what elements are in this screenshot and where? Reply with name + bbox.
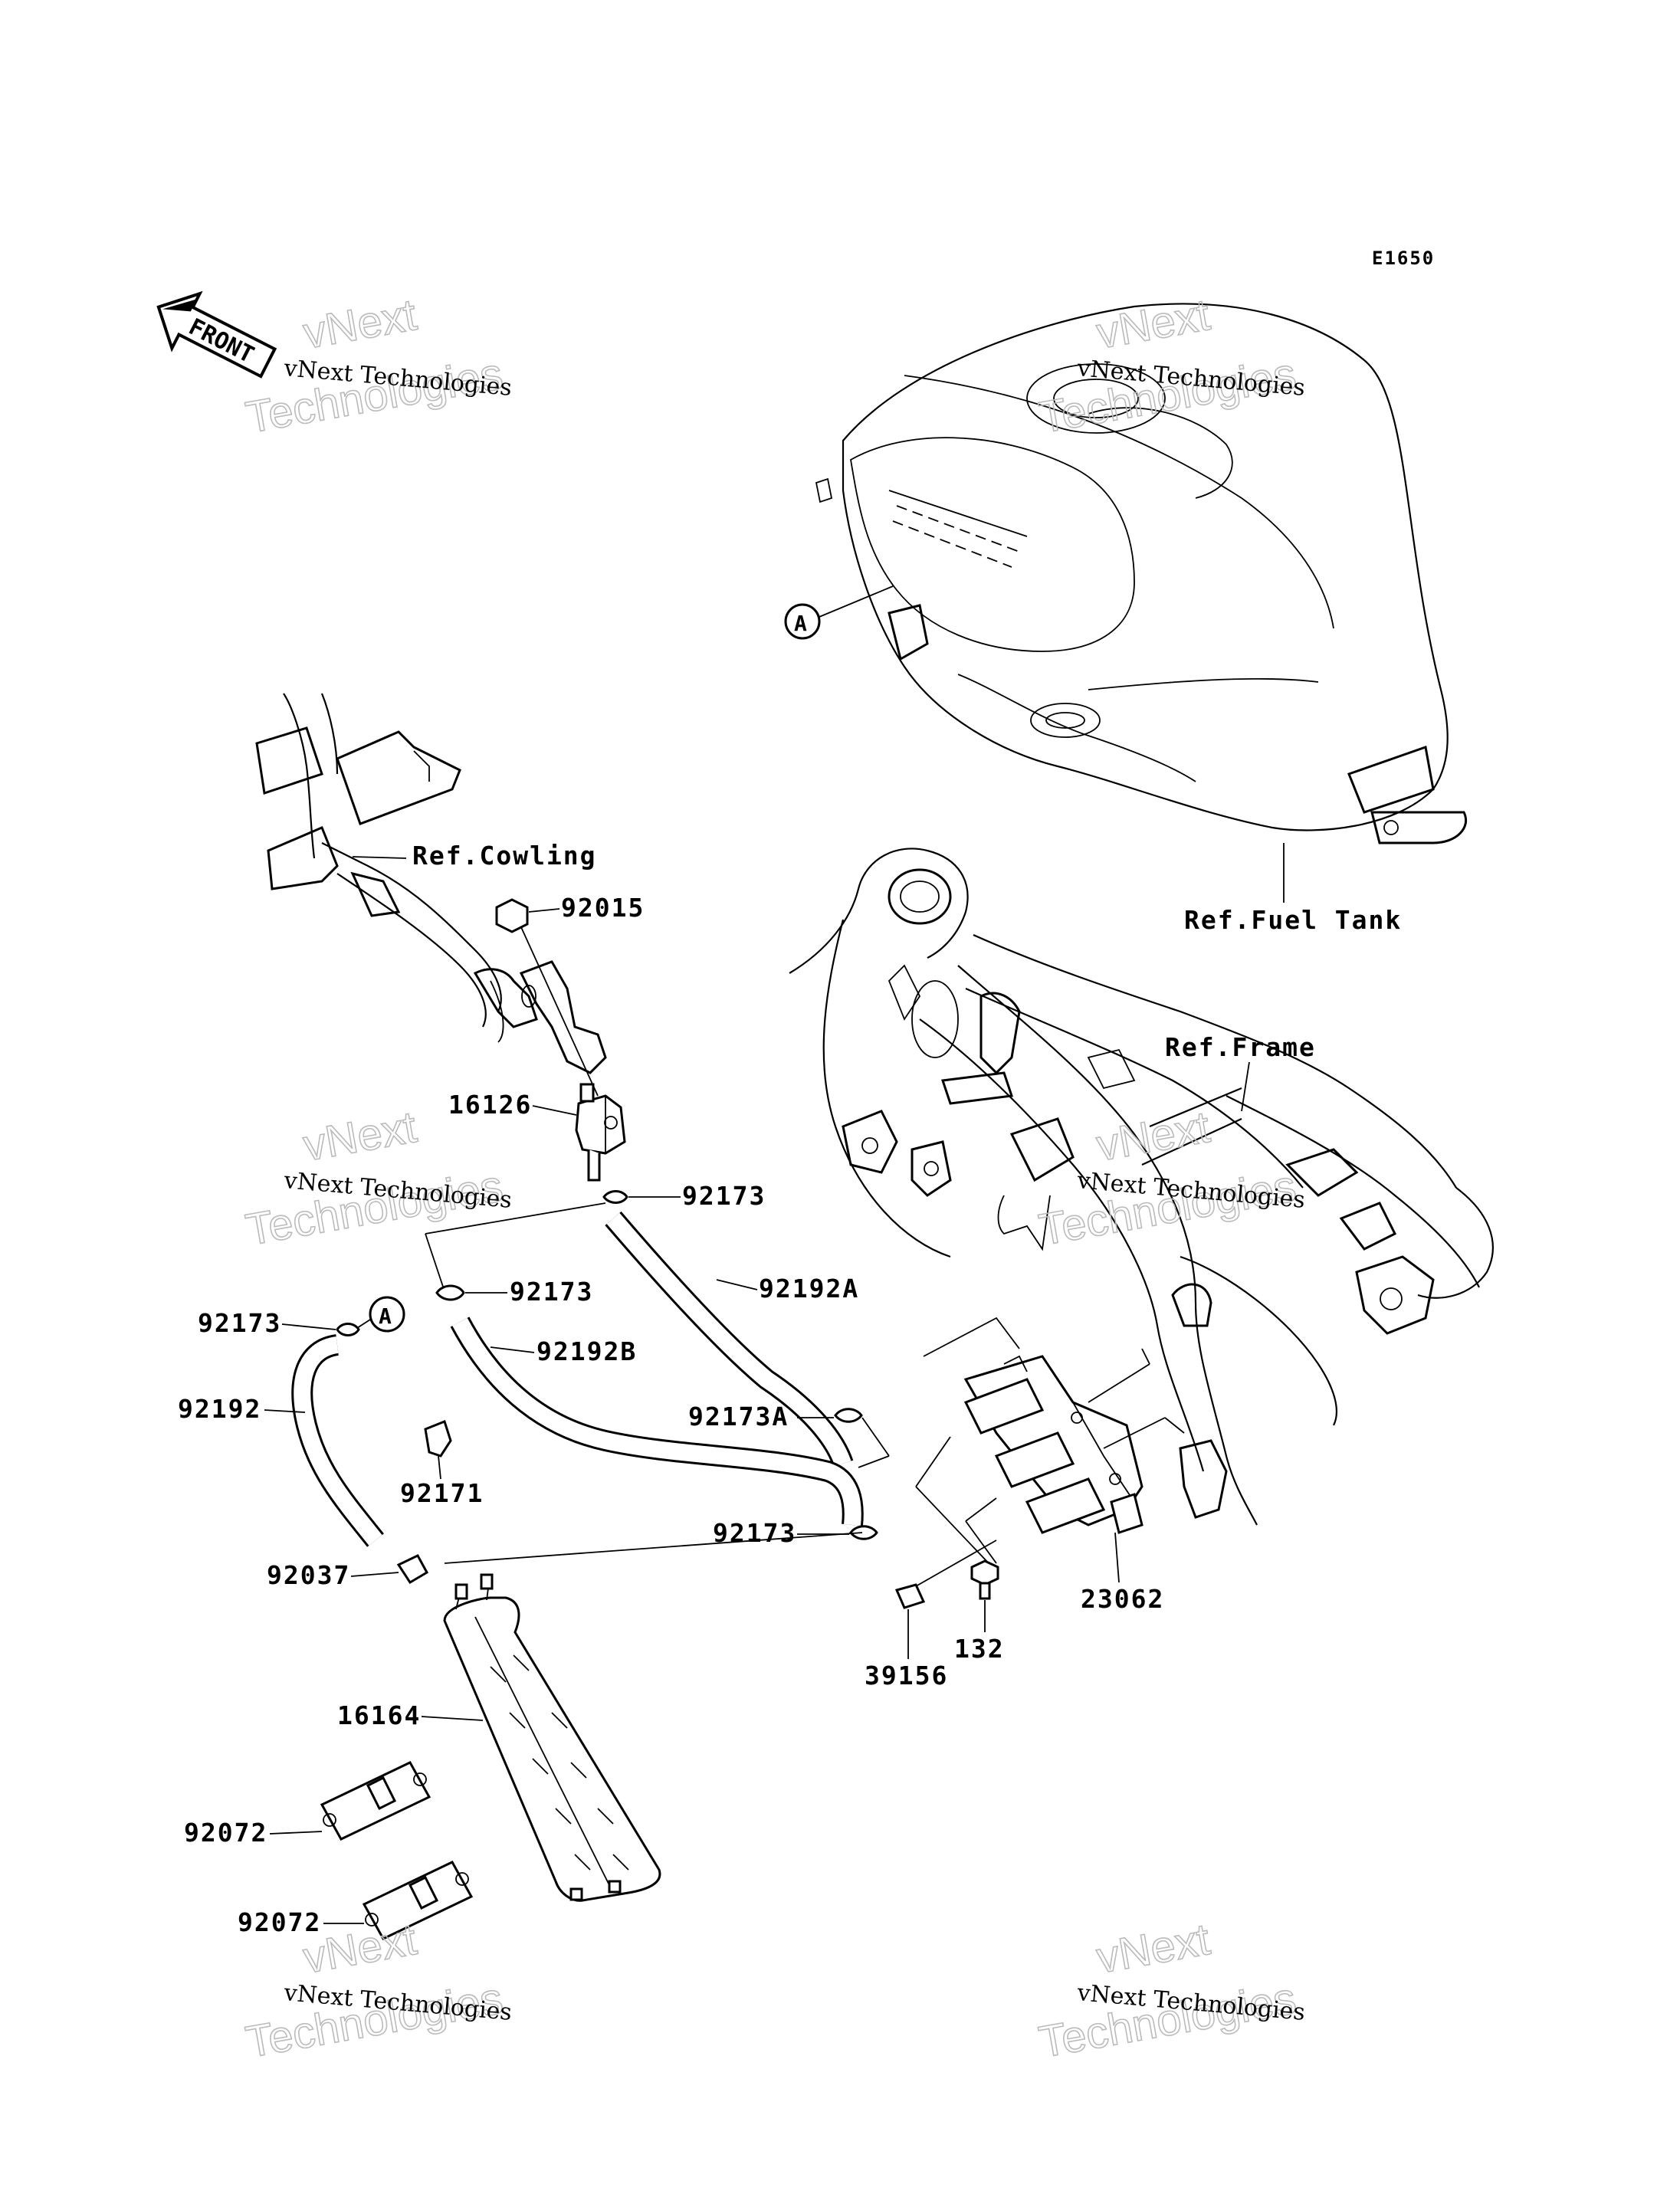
leader-92192 [264, 1409, 306, 1413]
part-23062-bracket [923, 1317, 1144, 1534]
label-92037: 92037 [267, 1560, 350, 1590]
part-92192B-hose-fill [452, 1317, 861, 1526]
svg-text:vNext: vNext [1093, 290, 1213, 359]
label-92192B: 92192B [536, 1336, 637, 1366]
label-92072-b: 92072 [238, 1907, 321, 1937]
part-39156-pad [894, 1583, 926, 1609]
label-92015: 92015 [561, 893, 645, 923]
diagram-code: E1650 [1372, 248, 1435, 269]
part-92173-low-clamp [849, 1525, 878, 1540]
assembly-line-d [858, 1455, 890, 1468]
label-16164: 16164 [337, 1700, 421, 1730]
svg-text:vNext: vNext [300, 1102, 420, 1171]
callout-a-hose-leader [356, 1319, 371, 1329]
label-92192: 92192 [178, 1394, 261, 1424]
label-132: 132 [954, 1634, 1005, 1664]
watermark-mid-left: vNext Technologies vNext Technologies [241, 1101, 513, 1255]
leader-92072-a [269, 1831, 323, 1835]
part-92192B-hose-outline [450, 1317, 864, 1526]
ref-frame-leader [1241, 1061, 1250, 1112]
label-16126: 16126 [448, 1090, 532, 1120]
part-92072-strap-b [362, 1861, 474, 1940]
leader-92037 [350, 1572, 399, 1577]
callout-a-tank-label: A [794, 611, 809, 636]
part-92171-clip [424, 1420, 452, 1458]
leader-92173-left [281, 1323, 336, 1330]
label-92173-mid: 92173 [510, 1277, 593, 1307]
part-92173-left-clamp [336, 1323, 360, 1336]
assembly-line-h [1141, 1348, 1150, 1365]
leader-23062 [1114, 1532, 1120, 1583]
leader-92015-to-valve [520, 926, 599, 1097]
assembly-line-e [444, 1532, 863, 1564]
front-arrow-icon: FRONT [156, 290, 277, 379]
leader-92192B [490, 1346, 535, 1353]
watermark-bottom-left: vNext Technologies vNext Technologies [241, 1913, 513, 2067]
label-92171: 92171 [400, 1478, 484, 1508]
assembly-line-c [861, 1417, 890, 1457]
label-92173-left: 92173 [198, 1308, 281, 1338]
part-16164-canister [443, 1573, 661, 1902]
part-92072-strap-a [320, 1761, 431, 1841]
label-92072-a: 92072 [184, 1818, 267, 1848]
label-92173A: 92173A [688, 1402, 789, 1431]
leader-92192A [716, 1279, 758, 1290]
assembly-line-j [915, 1486, 989, 1564]
assembly-line-g [1088, 1363, 1150, 1403]
assembly-line-a [425, 1202, 606, 1235]
leader-92015 [528, 908, 560, 913]
assembly-line-m [965, 1497, 997, 1522]
assembly-line-f [1103, 1417, 1166, 1449]
watermark-mid-right: vNext Technologies vNext Technologies [1035, 1101, 1306, 1255]
label-23062: 23062 [1081, 1584, 1164, 1614]
part-132-bolt [970, 1559, 999, 1600]
label-39156: 39156 [865, 1661, 948, 1690]
label-92192A: 92192A [759, 1274, 859, 1303]
callout-a-tank [784, 603, 821, 640]
assembly-line-n [915, 1540, 997, 1587]
part-92037-clamp [396, 1554, 429, 1585]
callout-a-hose-label: A [379, 1303, 393, 1329]
assembly-line-l [965, 1520, 997, 1564]
part-92192A-hose-fill [606, 1212, 851, 1467]
part-92015-nut [495, 898, 529, 933]
callout-a-tank-leader [819, 585, 894, 618]
assembly-line-k [915, 1436, 951, 1487]
part-92173A-clamp [834, 1408, 863, 1423]
ref-cowling-label: Ref.Cowling [412, 841, 597, 871]
leader-16164 [421, 1716, 484, 1721]
label-92173-low: 92173 [713, 1518, 796, 1548]
part-16126-valve [575, 1083, 626, 1182]
leader-92171 [438, 1455, 441, 1480]
watermark-top-left: vNext Technologies vNext Technologies [241, 289, 513, 443]
svg-text:vNext: vNext [1093, 1914, 1213, 1983]
frame-illustration [789, 848, 1494, 1526]
cowling-bracket-illustration [255, 693, 607, 1074]
ref-cowling-leader [352, 856, 407, 859]
leader-16126 [532, 1105, 577, 1116]
callout-a-hose [369, 1296, 405, 1333]
svg-text:vNext: vNext [1093, 1102, 1213, 1171]
fuel-tank-illustration [815, 303, 1467, 844]
label-92173-top: 92173 [682, 1181, 766, 1211]
assembly-line-b [425, 1233, 445, 1292]
ref-frame-label: Ref.Frame [1165, 1032, 1316, 1062]
assembly-line-i [1164, 1417, 1185, 1434]
part-92192-hose-fill [294, 1336, 382, 1546]
part-92173-mid-clamp [435, 1284, 465, 1301]
ref-fuel-tank-label: Ref.Fuel Tank [1184, 905, 1402, 935]
watermark-bottom-right: vNext Technologies vNext Technologies [1035, 1913, 1306, 2067]
part-92173-top-clamp [602, 1190, 628, 1204]
svg-text:vNext: vNext [300, 290, 420, 359]
